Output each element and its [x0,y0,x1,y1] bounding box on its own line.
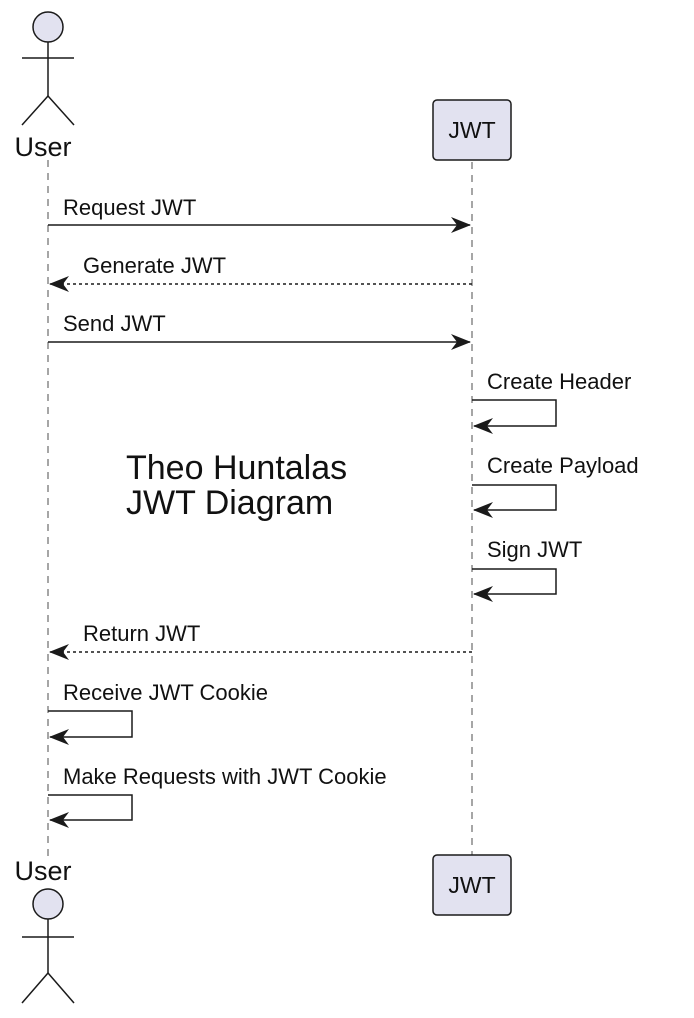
message-label: Sign JWT [487,537,582,562]
message-label: Request JWT [63,195,196,220]
message-create-payload: Create Payload [472,453,639,518]
message-send-jwt: Send JWT [48,311,471,350]
actor-left-leg [21,972,49,1004]
user-actor-bottom: User [14,856,75,1004]
message-sign-jwt: Sign JWT [472,537,582,602]
user-label-top: User [14,132,71,162]
actor-right-leg [47,95,75,126]
message-label: Send JWT [63,311,166,336]
message-generate-jwt: Generate JWT [49,253,472,292]
message-label: Return JWT [83,621,200,646]
user-actor-top: User [14,11,75,162]
participant-box [432,854,512,916]
message-return-jwt: Return JWT [49,621,472,660]
message-label: Create Header [487,369,631,394]
user-label-bottom: User [14,856,71,886]
message-request-jwt: Request JWT [48,195,471,233]
actor-left-leg [21,95,49,126]
actor-head [32,11,64,43]
message-label: Generate JWT [83,253,226,278]
self-message-arrow [48,710,133,745]
participant-box [432,99,512,161]
message-label: Create Payload [487,453,639,478]
title-line-2: JWT Diagram [126,484,333,522]
message-label: Receive JWT Cookie [63,680,268,705]
diagram-title: Theo Huntalas JWT Diagram [126,449,347,522]
jwt-label-top: JWT [448,117,495,143]
message-create-header: Create Header [472,369,631,434]
actor-right-leg [47,972,75,1004]
jwt-label-bottom: JWT [448,872,495,898]
actor-head [32,888,64,920]
self-message-arrow [472,399,557,434]
jwt-participant-bottom: JWT [432,854,512,916]
self-message-arrow [48,794,133,828]
jwt-participant-top: JWT [432,99,512,161]
self-message-arrow [472,484,557,518]
message-make-requests: Make Requests with JWT Cookie [48,764,387,828]
message-receive-jwt-cookie: Receive JWT Cookie [48,680,268,745]
title-line-1: Theo Huntalas [126,449,347,487]
self-message-arrow [472,568,557,602]
message-label: Make Requests with JWT Cookie [63,764,387,789]
